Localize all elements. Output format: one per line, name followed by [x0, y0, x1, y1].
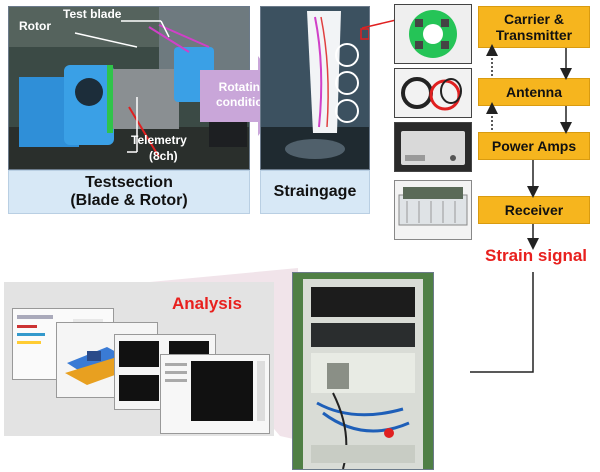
carrier-disc-illustration	[409, 10, 457, 58]
straingage-caption: Straingage	[260, 170, 370, 214]
power-amps-label: Power Amps	[491, 138, 577, 154]
straingage-photo	[260, 6, 370, 170]
testsection-subtitle: (Blade & Rotor)	[70, 192, 188, 209]
telemetry-channels-label: (8ch)	[149, 149, 178, 163]
receiver-label: Receiver	[504, 202, 564, 218]
antenna-box: Antenna	[478, 78, 590, 106]
flow-arrows	[470, 44, 572, 373]
carrier-transmitter-photo	[394, 4, 472, 64]
receiver-case-illustration	[398, 187, 468, 226]
transmitter-line: Transmitter	[495, 27, 573, 43]
analysis-screen-4	[160, 354, 270, 434]
power-amps-box: Power Amps	[478, 132, 590, 160]
telemetry-label: Telemetry	[131, 133, 187, 147]
testsection-caption: Testsection (Blade & Rotor)	[8, 170, 250, 214]
testsection-title: Testsection	[85, 174, 173, 191]
straingage-illustration	[261, 7, 369, 169]
antenna-label: Antenna	[506, 84, 562, 100]
straingage-title: Straingage	[273, 183, 357, 200]
straingage-pointer-line	[362, 19, 397, 29]
antenna-cable-illustration	[401, 77, 462, 111]
rotating-condition-text: Rotating condition	[208, 80, 278, 110]
power-amp-box-illustration	[401, 131, 465, 165]
power-amps-photo	[394, 122, 472, 172]
arrow-signal-to-rack	[470, 272, 534, 373]
analysis-title: Analysis	[172, 294, 242, 313]
carrier-transmitter-box: Carrier & Transmitter	[478, 6, 590, 48]
rotating-line: Rotating	[218, 80, 268, 94]
carrier-line: Carrier &	[504, 11, 564, 27]
antenna-photo	[394, 68, 472, 118]
testsection-illustration	[9, 7, 249, 169]
test-blade-label: Test blade	[63, 7, 122, 21]
receiver-photo	[394, 180, 472, 240]
rack-illustration	[293, 273, 433, 469]
screen-4-illustration	[165, 361, 265, 421]
analysis-panel: Analysis	[4, 282, 274, 436]
strain-signal-label: Strain signal	[484, 246, 588, 265]
receiver-rack-photo	[292, 272, 434, 470]
condition-line: condition	[216, 95, 270, 109]
rotor-label: Rotor	[19, 19, 51, 33]
testsection-photo: Test blade Rotor Telemetry (8ch)	[8, 6, 250, 170]
